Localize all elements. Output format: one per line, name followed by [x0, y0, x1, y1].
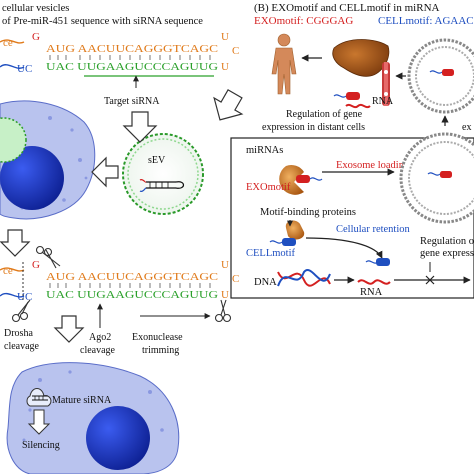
panel-b-title: (B) EXOmotif and CELLmotif in miRNA — [254, 2, 440, 14]
drosha-label-line2: cleavage — [4, 341, 40, 352]
hairpin-top-5p: ce — [3, 37, 13, 49]
scissors-icon — [35, 245, 61, 269]
hairpin-top-loop-u2: U — [221, 61, 229, 73]
panel-a: cellular vesicles of Pre-miR-451 sequenc… — [0, 3, 244, 474]
cellular-retention-label: Cellular retention — [336, 224, 411, 235]
sev-membrane — [122, 133, 204, 215]
recipient-nucleus — [86, 406, 150, 470]
human-body-icon — [271, 33, 297, 95]
hairpin-bottom-pair-ticks — [49, 283, 211, 288]
dna-label: DNA — [254, 277, 277, 288]
hairpin-bottom-loop-u2: U — [221, 289, 229, 301]
regulation-distant-line1: Regulation of gene — [286, 109, 363, 120]
rna-label-top: RNA — [372, 96, 394, 107]
mature-sirna-ago2-complex — [26, 388, 52, 407]
hairpin-bottom: ce G AUG AACUUCAGGGTCAGC U C U UC — [0, 259, 239, 303]
recipient-cell: Mature siRNA Silencing — [6, 362, 180, 474]
cellular-retention-arrow — [305, 237, 383, 259]
exonuclease-label-line1: Exonuclease — [132, 332, 183, 343]
hollow-arrow-silencing — [27, 409, 51, 435]
ago2-label-line2: cleavage — [80, 345, 116, 356]
hairpin-top-3p-tail — [0, 64, 25, 69]
drosha-label-line1: Drosha — [4, 328, 33, 339]
hollow-arrow-cell-to-processing — [0, 229, 31, 257]
regulation-local-line2: gene express — [420, 248, 474, 259]
hairpin-top-3p: UC — [17, 63, 32, 75]
hairpin-top-loop-u1: U — [221, 31, 229, 43]
scissors-icon — [214, 299, 232, 323]
hollow-arrow-hairpin-to-sev — [122, 111, 158, 143]
hairpin-top-pair-ticks — [49, 55, 211, 60]
block-x-icon — [425, 275, 435, 285]
motif-binding-protein-icon — [279, 165, 323, 195]
hairpin-bottom-3p: UC — [17, 291, 32, 303]
rna-target-icon — [357, 258, 391, 285]
donor-cell-top — [0, 100, 96, 220]
regulation-distant-line2: expression in distant cells — [262, 122, 365, 133]
hairpin-bottom-bottom-strand: UAC UUGAAGUCCCAGUUG — [46, 289, 218, 301]
cellmotif-label: CELLmotif: AGAAC — [378, 15, 474, 27]
hollow-arrow-to-recipient — [53, 315, 85, 343]
exosome-loaded — [399, 132, 474, 224]
hairpin-bottom-5p-tail — [0, 267, 25, 272]
scissors-icon — [11, 299, 31, 323]
hairpin-bottom-loop-c: C — [232, 273, 239, 285]
donor-vesicle — [0, 117, 27, 163]
hollow-arrow-to-cell — [91, 156, 119, 188]
hairpin-top-bottom-strand: UAC UUGAAGUCCCAGUUG — [46, 61, 218, 73]
hairpin-top-5p-tail — [0, 39, 25, 44]
liver-organ-icon — [332, 39, 390, 77]
sev-hairpin-cargo — [139, 178, 185, 193]
hairpin-bottom-5p: ce — [3, 265, 13, 277]
cellmotif-complex-icon — [269, 220, 305, 246]
hairpin-top-loop-c: C — [232, 45, 239, 57]
silencing-label: Silencing — [22, 440, 60, 451]
sev-inner-membrane — [127, 138, 199, 210]
hairpin-top: ce G AUG AACUUCAGGGTCAGC U C U UC — [0, 31, 239, 107]
panel-a-title-line1: cellular vesicles — [2, 3, 69, 14]
hairpin-bottom-g: G — [32, 259, 40, 271]
exonuclease-label-line2: trimming — [142, 345, 179, 356]
exomotif-label: EXOmotif: CGGGAG — [254, 15, 353, 27]
target-sirna-label: Target siRNA — [104, 96, 160, 107]
exosome-top — [407, 38, 474, 114]
donor-nucleus — [0, 146, 64, 210]
cellmotif-inline-label: CELLmotif — [246, 248, 295, 259]
hairpin-top-top-strand: AUG AACUUCAGGGTCAGC — [46, 43, 218, 55]
motif-binding-proteins-label: Motif-binding proteins — [260, 207, 356, 218]
regulation-local-line1: Regulation o — [420, 236, 474, 247]
rna-label-bottom: RNA — [360, 287, 383, 298]
hairpin-bottom-3p-tail — [0, 292, 25, 298]
mirnas-box — [230, 137, 474, 299]
ago2-label-line1: Ago2 — [89, 332, 111, 343]
blood-vessel-icon — [382, 62, 390, 106]
exo-partial-label: ex — [462, 122, 471, 133]
sev-vesicle: sEV — [122, 133, 204, 215]
rna-motif-icon — [333, 92, 371, 109]
hairpin-bottom-loop-u1: U — [221, 259, 229, 271]
sev-label: sEV — [148, 155, 166, 166]
hairpin-top-g: G — [32, 31, 40, 43]
mature-sirna-label: Mature siRNA — [52, 395, 112, 406]
panel-a-title-line2: of Pre-miR-451 sequence with siRNA seque… — [2, 16, 203, 27]
dna-double-helix-icon — [277, 269, 331, 287]
panel-b: (B) EXOmotif and CELLmotif in miRNA EXOm… — [230, 2, 474, 299]
exomotif-inline-label: EXOmotif — [246, 182, 291, 193]
mirnas-box-title: miRNAs — [246, 145, 283, 156]
hollow-arrow-to-sev — [213, 89, 244, 121]
exosome-loading-label: Exosome loading — [336, 160, 410, 171]
hairpin-bottom-top-strand: AUG AACUUCAGGGTCAGC — [46, 271, 218, 283]
